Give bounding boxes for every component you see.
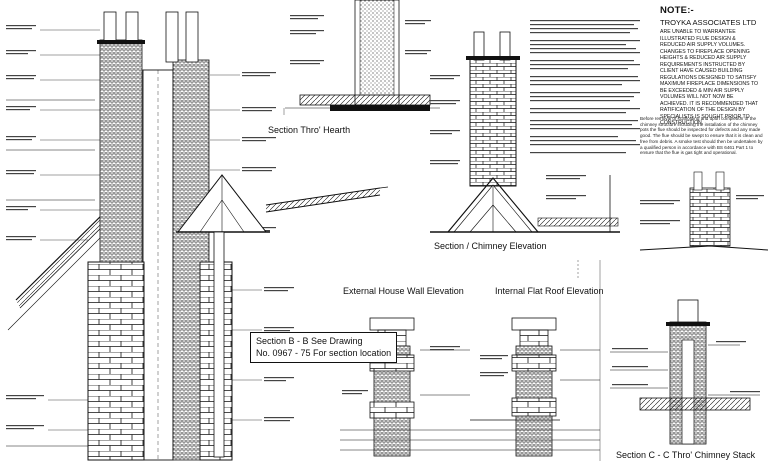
section-cc-drawing (610, 299, 760, 445)
note-para2: Before removal of scaffolding and upon c… (640, 116, 763, 156)
note-heading: NOTE:- (660, 5, 694, 16)
centre-roof-truss (176, 174, 389, 458)
internal-roof-drawing (470, 317, 600, 457)
internal-roof-title: Internal Flat Roof Elevation (495, 286, 604, 296)
chimney-elevation-title: Section / Chimney Elevation (434, 241, 547, 251)
external-wall-drawing (340, 317, 470, 457)
left-section-bb (6, 11, 294, 461)
chimney-elevation-drawing (430, 20, 640, 280)
hearth-title: Section Thro' Hearth (268, 125, 351, 135)
section-bb-line1: Section B - B See Drawing (256, 336, 363, 346)
note-body: ARE UNABLE TO WARRANTEE ILLUSTRATED FLUE… (660, 29, 759, 126)
section-bb-line2: No. 0967 - 75 For section location (256, 347, 392, 358)
section-bb-reference-box: Section B - B See Drawing No. 0967 - 75 … (250, 332, 398, 364)
right-detail-small (639, 171, 768, 251)
section-cc-title: Section C - C Thro' Chimney Stack (616, 450, 756, 460)
note-company: TROYKA ASSOCIATES LTD (660, 18, 757, 27)
external-wall-title: External House Wall Elevation (343, 286, 464, 296)
hearth-section-drawing (285, 0, 440, 111)
